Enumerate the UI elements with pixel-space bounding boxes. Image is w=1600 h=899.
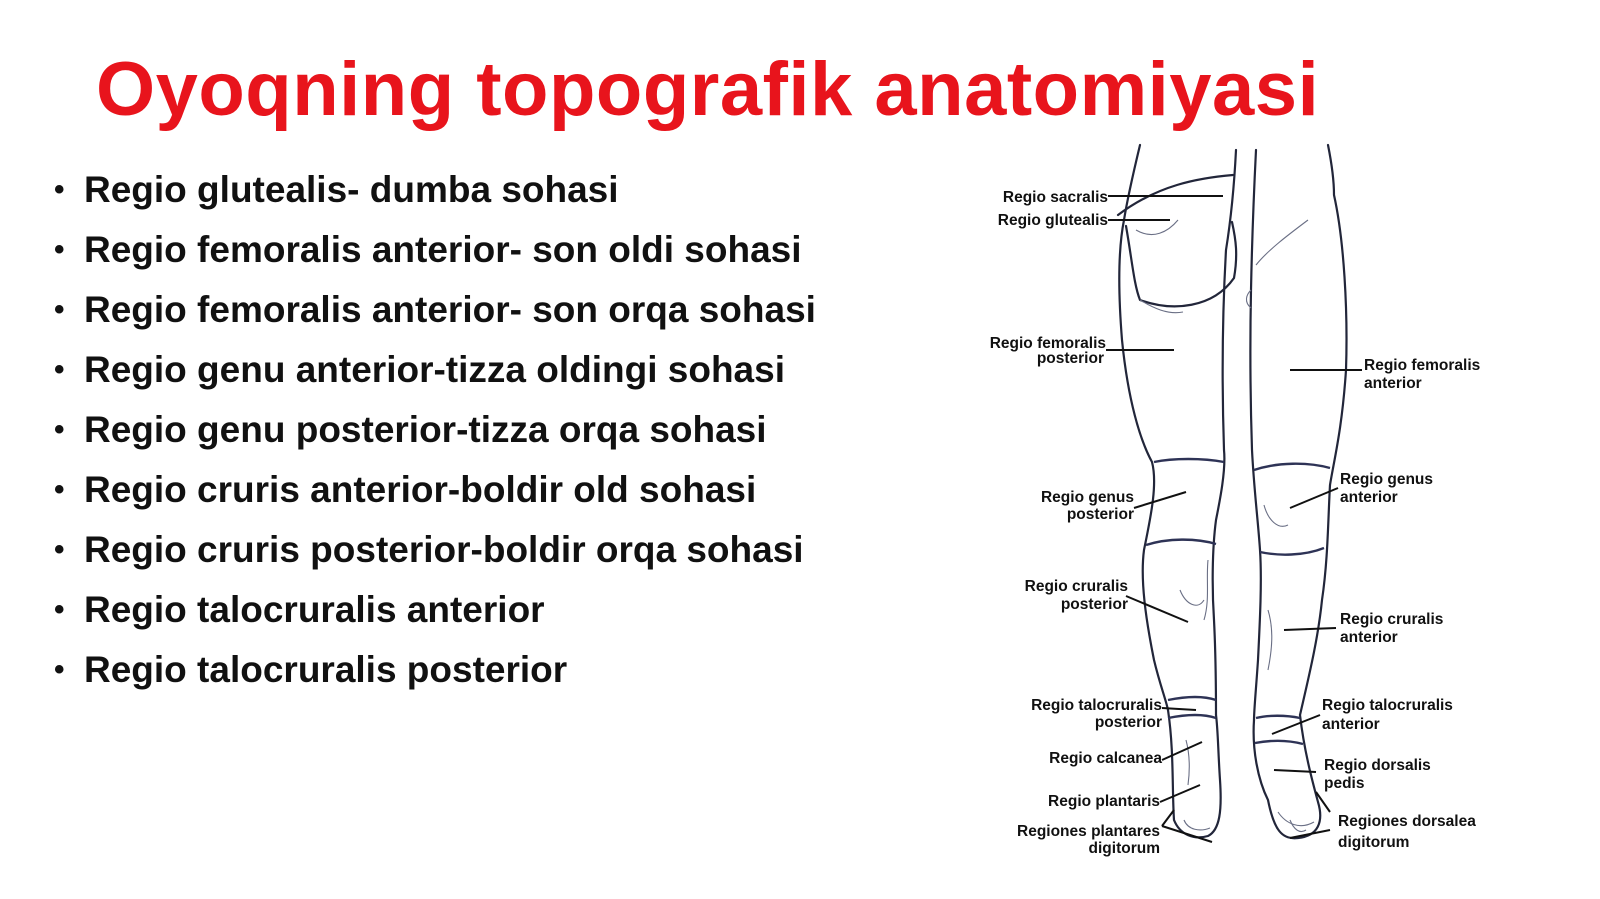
label-pointers	[1106, 195, 1362, 843]
label-femoralis-posterior: posterior	[1037, 350, 1104, 367]
bullet-item: Regio genu anterior-tizza oldingi sohasi	[52, 340, 816, 400]
label-glutealis: Regio glutealis	[998, 212, 1108, 229]
bullet-item: Regio talocruralis posterior	[52, 640, 816, 700]
label-dorsalis-pedis: Regio dorsalis	[1324, 757, 1431, 774]
label-cruralis-anterior: anterior	[1340, 629, 1398, 646]
bullet-item: Regio cruris anterior-boldir old sohasi	[52, 460, 816, 520]
slide-title: Oyoqning topografik anatomiyasi	[96, 47, 1320, 132]
label-cruralis-posterior: posterior	[1061, 596, 1128, 613]
label-genus-anterior: anterior	[1340, 489, 1398, 506]
leg-regions-diagram: Regio sacralis Regio glutealis Regio fem…	[968, 140, 1528, 880]
label-plantares-digitorum: Regiones plantares	[1017, 823, 1160, 840]
label-dorsalea-digitorum: digitorum	[1338, 834, 1409, 851]
label-plantares-digitorum: digitorum	[1089, 840, 1160, 857]
label-cruralis-anterior: Regio cruralis	[1340, 611, 1443, 628]
bullet-item: Regio glutealis- dumba sohasi	[52, 160, 816, 220]
label-sacralis: Regio sacralis	[1003, 189, 1108, 206]
leg-illustration: Regio sacralis Regio glutealis Regio fem…	[990, 143, 1481, 857]
region-labels: Regio sacralis Regio glutealis Regio fem…	[990, 189, 1481, 857]
bullet-item: Regio femoralis anterior- son orqa sohas…	[52, 280, 816, 340]
label-talocruralis-posterior: posterior	[1095, 714, 1162, 731]
label-dorsalis-pedis: pedis	[1324, 775, 1364, 792]
label-dorsalea-digitorum: Regiones dorsalea	[1338, 813, 1476, 830]
region-boundaries	[1145, 457, 1331, 746]
label-talocruralis-anterior: anterior	[1322, 716, 1380, 733]
label-talocruralis-posterior: Regio talocruralis	[1031, 697, 1162, 714]
anterior-leg-drawing	[1245, 143, 1348, 840]
bullet-list: Regio glutealis- dumba sohasi Regio femo…	[52, 160, 816, 700]
label-femoralis-anterior: anterior	[1364, 375, 1422, 392]
label-genus-posterior: Regio genus	[1041, 489, 1134, 506]
label-femoralis-posterior: Regio femoralis	[990, 335, 1106, 352]
label-cruralis-posterior: Regio cruralis	[1025, 578, 1128, 595]
posterior-leg-drawing	[1116, 143, 1238, 839]
bullet-item: Regio genu posterior-tizza orqa sohasi	[52, 400, 816, 460]
label-plantaris: Regio plantaris	[1048, 793, 1160, 810]
label-femoralis-anterior: Regio femoralis	[1364, 357, 1480, 374]
label-talocruralis-anterior: Regio talocruralis	[1322, 697, 1453, 714]
label-genus-anterior: Regio genus	[1340, 471, 1433, 488]
label-genus-posterior: posterior	[1067, 506, 1134, 523]
label-calcanea: Regio calcanea	[1049, 750, 1162, 767]
bullet-item: Regio cruris posterior-boldir orqa sohas…	[52, 520, 816, 580]
bullet-item: Regio talocruralis anterior	[52, 580, 816, 640]
bullet-item: Regio femoralis anterior- son oldi sohas…	[52, 220, 816, 280]
